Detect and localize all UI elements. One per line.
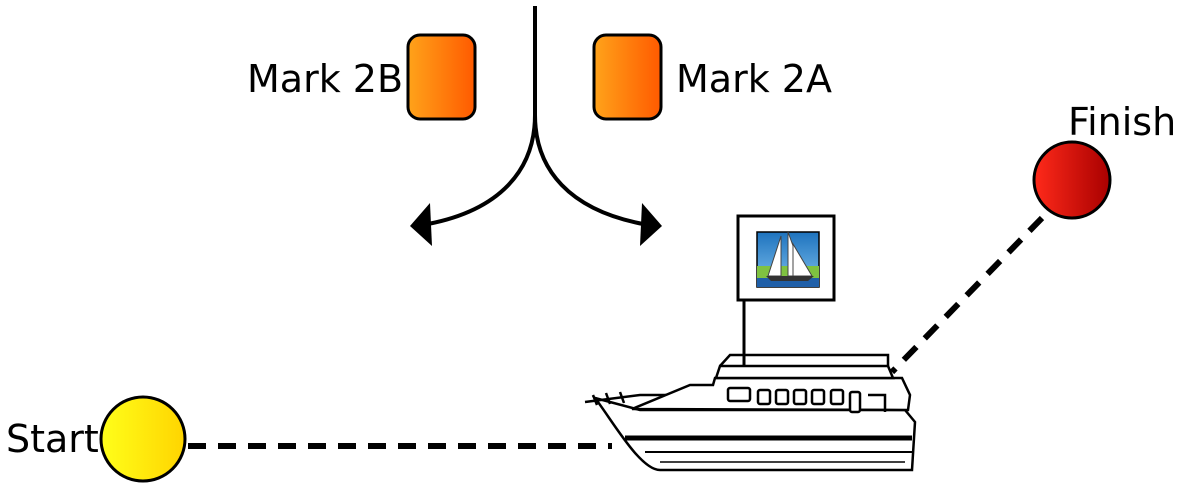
sailboat-flag-icon [756,231,820,288]
motor-yacht-icon [584,353,917,472]
left-arrowhead-icon [410,203,432,246]
mark-2b-label: Mark 2B [247,57,404,101]
finish-buoy [1032,140,1112,220]
mark-2a-label: Mark 2A [676,57,832,101]
right-arrowhead-icon [640,203,662,246]
mark-2b-buoy [406,33,477,121]
finish-course-line [889,215,1045,375]
split-arrow-icon [427,6,644,226]
start-buoy [99,395,187,483]
finish-label: Finish [1068,100,1177,144]
mark-2a-buoy [592,33,663,121]
start-label: Start [6,417,99,461]
